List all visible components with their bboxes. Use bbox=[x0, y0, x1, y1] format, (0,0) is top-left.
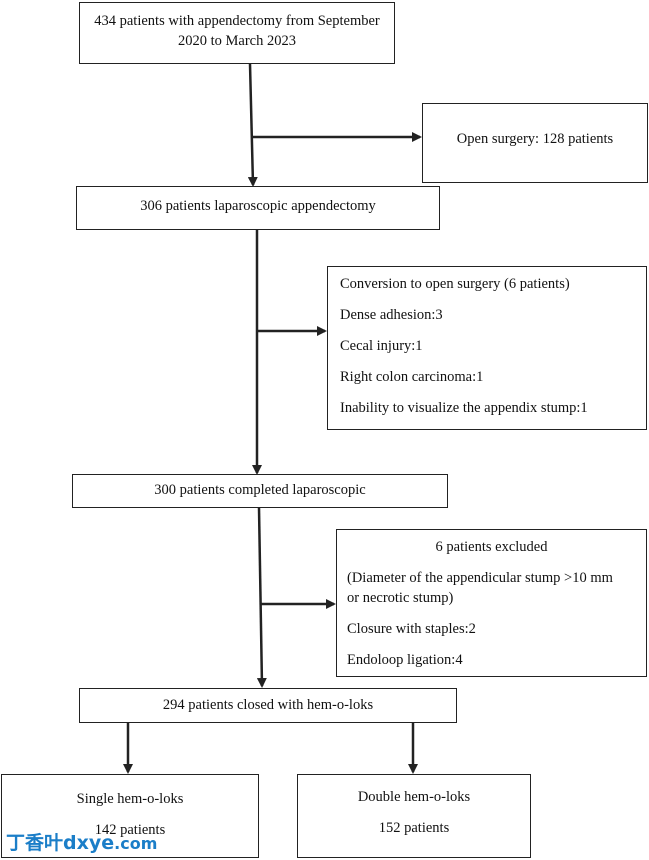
arrow-total-to-laparoscopic bbox=[247, 63, 258, 187]
watermark-chinese: 丁香叶 bbox=[6, 832, 64, 854]
watermark-suffix: .com bbox=[114, 834, 158, 853]
total-patients-line-2: 2020 to March 2023 bbox=[178, 33, 296, 49]
excluded-box: 6 patients excluded (Diameter of the app… bbox=[336, 529, 647, 677]
excluded-item-staples: Closure with staples:2 bbox=[347, 621, 476, 637]
hemoloks-box: 294 patients closed with hem-o-loks bbox=[79, 688, 457, 723]
total-patients-line-1: 434 patients with appendectomy from Sept… bbox=[94, 13, 380, 29]
conversion-item-dense-adhesion: Dense adhesion:3 bbox=[340, 307, 443, 323]
open-surgery-box: Open surgery: 128 patients bbox=[422, 103, 648, 183]
watermark-latin: dxye bbox=[63, 832, 115, 854]
conversion-title: Conversion to open surgery (6 patients) bbox=[340, 276, 570, 292]
hemoloks-label: 294 patients closed with hem-o-loks bbox=[162, 697, 374, 713]
double-hemoloks-count: 152 patients bbox=[378, 820, 450, 836]
conversion-item-cecal-injury: Cecal injury:1 bbox=[340, 338, 423, 354]
excluded-title: 6 patients excluded bbox=[435, 539, 548, 555]
single-hemoloks-box: Single hem-o-loks 142 patients bbox=[1, 774, 259, 858]
conversion-item-stump-visualization: Inability to visualize the appendix stum… bbox=[340, 400, 588, 416]
total-patients-box: 434 patients with appendectomy from Sept… bbox=[79, 2, 395, 64]
laparoscopic-label: 306 patients laparoscopic appendectomy bbox=[140, 198, 376, 214]
arrow-completed-to-hemoloks bbox=[256, 507, 267, 688]
completed-label: 300 patients completed laparoscopic bbox=[154, 482, 366, 498]
laparoscopic-box: 306 patients laparoscopic appendectomy bbox=[76, 186, 440, 230]
single-hemoloks-count: 142 patients bbox=[94, 822, 166, 838]
double-hemoloks-box: Double hem-o-loks 152 patients bbox=[297, 774, 531, 858]
conversion-item-colon-carcinoma: Right colon carcinoma:1 bbox=[340, 369, 484, 385]
open-surgery-label: Open surgery: 128 patients bbox=[456, 131, 614, 147]
excluded-criteria-line-2: or necrotic stump) bbox=[347, 590, 454, 606]
excluded-item-endoloop: Endoloop ligation:4 bbox=[347, 652, 463, 668]
excluded-criteria-line-1: (Diameter of the appendicular stump >10 … bbox=[347, 570, 613, 586]
completed-box: 300 patients completed laparoscopic bbox=[72, 474, 448, 508]
conversion-box: Conversion to open surgery (6 patients) … bbox=[327, 266, 647, 430]
single-hemoloks-label: Single hem-o-loks bbox=[76, 791, 184, 807]
watermark-logo: 丁香叶dxye.com bbox=[6, 828, 157, 855]
double-hemoloks-label: Double hem-o-loks bbox=[357, 789, 471, 805]
